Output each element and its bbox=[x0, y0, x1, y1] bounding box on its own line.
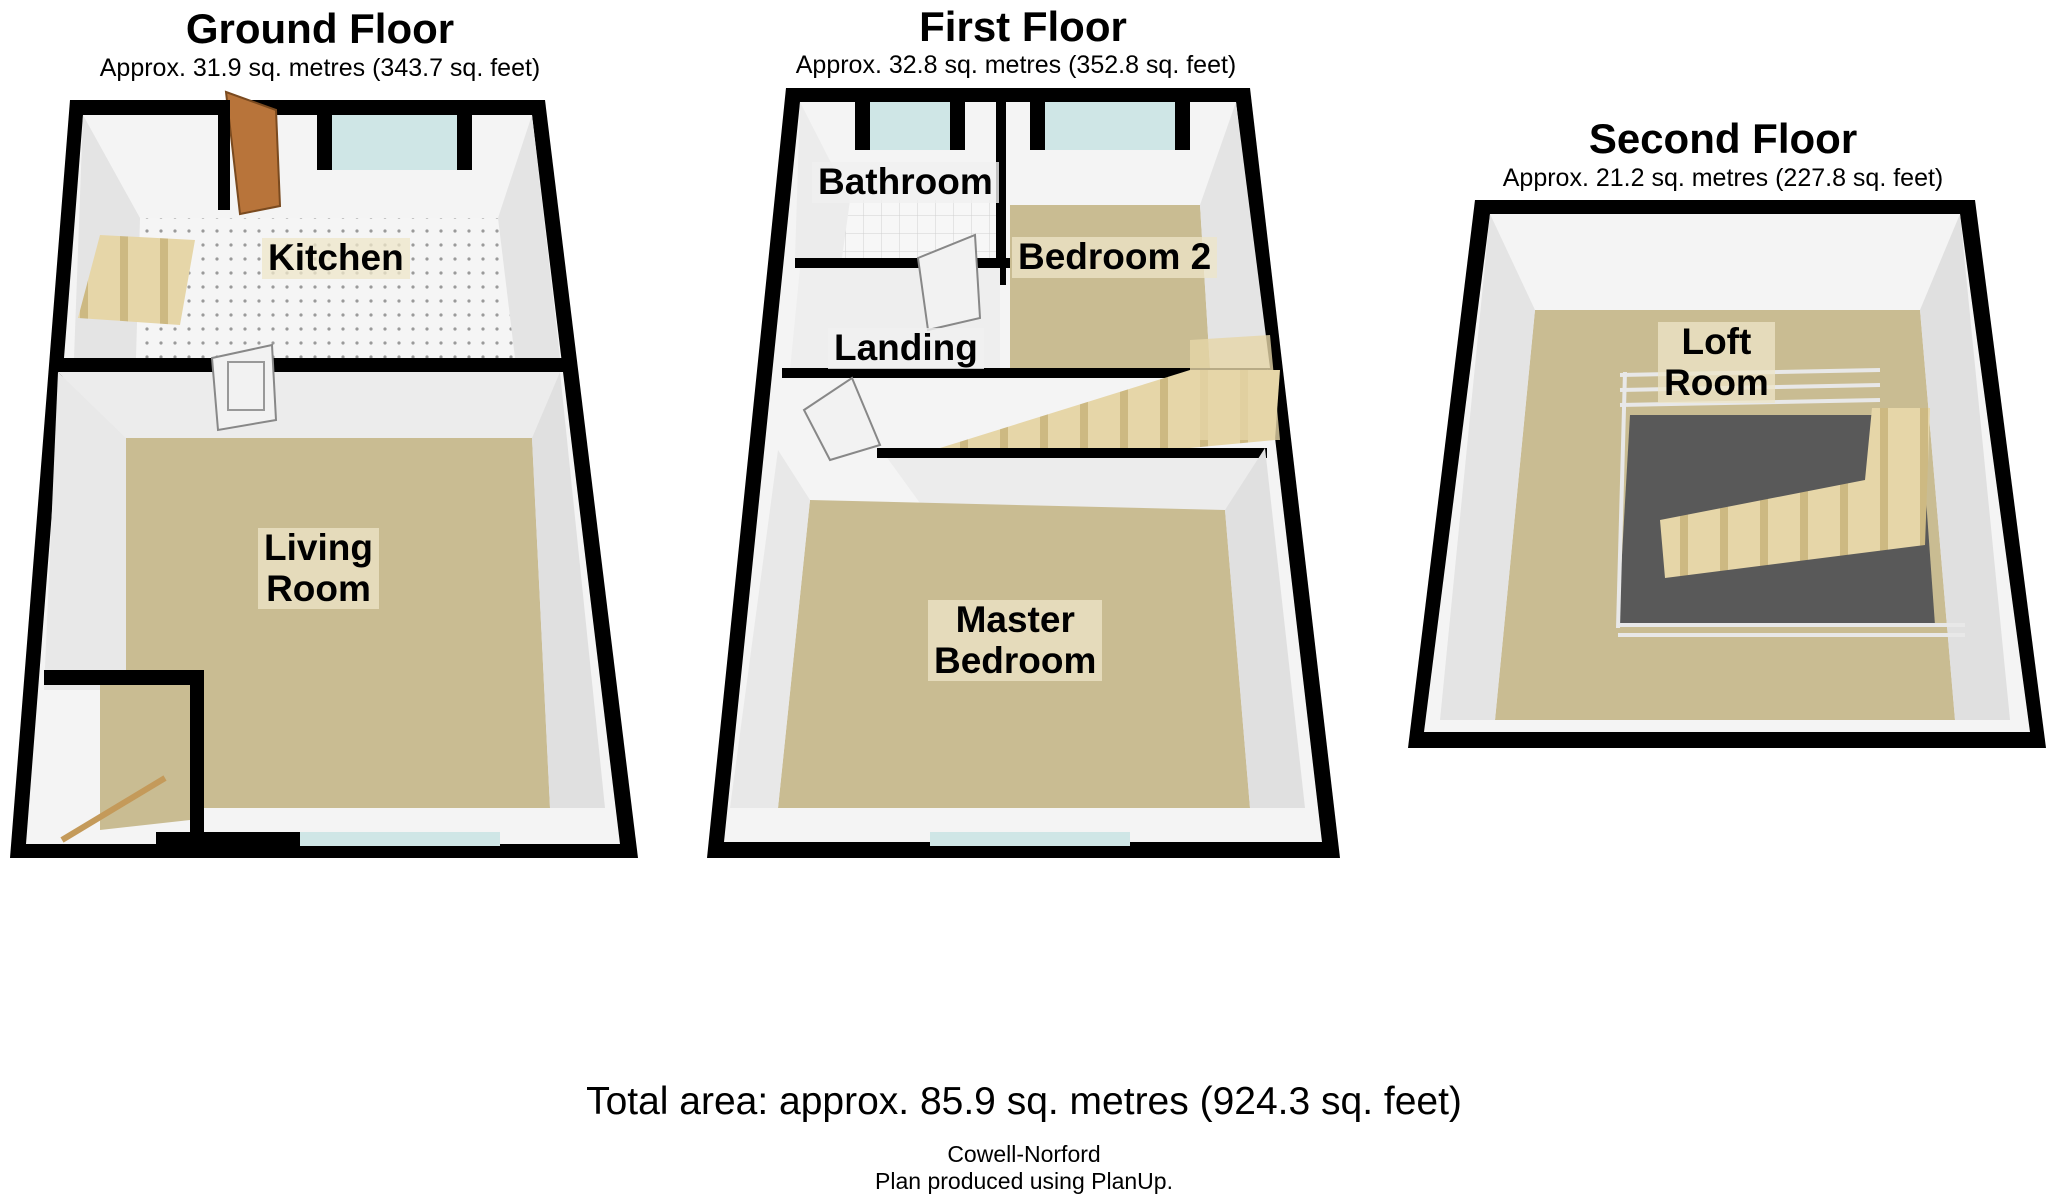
kitchen-floor bbox=[136, 218, 515, 358]
room-label-master-bedroom: Master Bedroom bbox=[928, 599, 1103, 682]
master-bedroom-door-icon bbox=[802, 376, 882, 462]
agent-name: Cowell-Norford bbox=[947, 1141, 1101, 1167]
room-label-bedroom-2: Bedroom 2 bbox=[1012, 236, 1218, 278]
front-door-icon bbox=[224, 90, 282, 216]
bathroom-door-icon bbox=[916, 233, 982, 332]
room-label-bathroom: Bathroom bbox=[812, 161, 999, 203]
room-label-kitchen: Kitchen bbox=[262, 237, 410, 279]
ground-floor-area: Approx. 31.9 sq. metres (343.7 sq. feet) bbox=[99, 54, 541, 82]
ground-floor-title: Ground Floor bbox=[185, 5, 455, 52]
room-label-landing: Landing bbox=[828, 327, 984, 369]
living-room-floor bbox=[126, 438, 550, 808]
produced-by: Plan produced using PlanUp. bbox=[875, 1168, 1173, 1194]
bathroom-window bbox=[870, 102, 950, 150]
second-floor-plan bbox=[1408, 200, 2046, 748]
total-area: Total area: approx. 85.9 sq. metres (924… bbox=[586, 1080, 1462, 1123]
room-label-living-room: Living Room bbox=[258, 527, 379, 610]
second-floor-area: Approx. 21.2 sq. metres (227.8 sq. feet) bbox=[1502, 164, 1944, 192]
living-room-window bbox=[300, 832, 500, 846]
first-floor-plan bbox=[707, 88, 1340, 858]
first-floor-title: First Floor bbox=[919, 3, 1127, 50]
second-floor-title: Second Floor bbox=[1588, 115, 1858, 162]
bedroom-2-window bbox=[1045, 102, 1175, 150]
ground-stairs-icon bbox=[78, 235, 195, 325]
loft-stairs-icon bbox=[1660, 408, 1930, 578]
room-label-loft-room: Loft Room bbox=[1658, 321, 1775, 404]
kitchen-window bbox=[332, 115, 457, 170]
first-floor-area: Approx. 32.8 sq. metres (352.8 sq. feet) bbox=[795, 51, 1237, 79]
ground-floor-plan bbox=[10, 90, 638, 858]
living-door-icon bbox=[210, 343, 278, 432]
bedroom-2-floor bbox=[1010, 205, 1210, 368]
master-bedroom-window bbox=[930, 832, 1130, 846]
